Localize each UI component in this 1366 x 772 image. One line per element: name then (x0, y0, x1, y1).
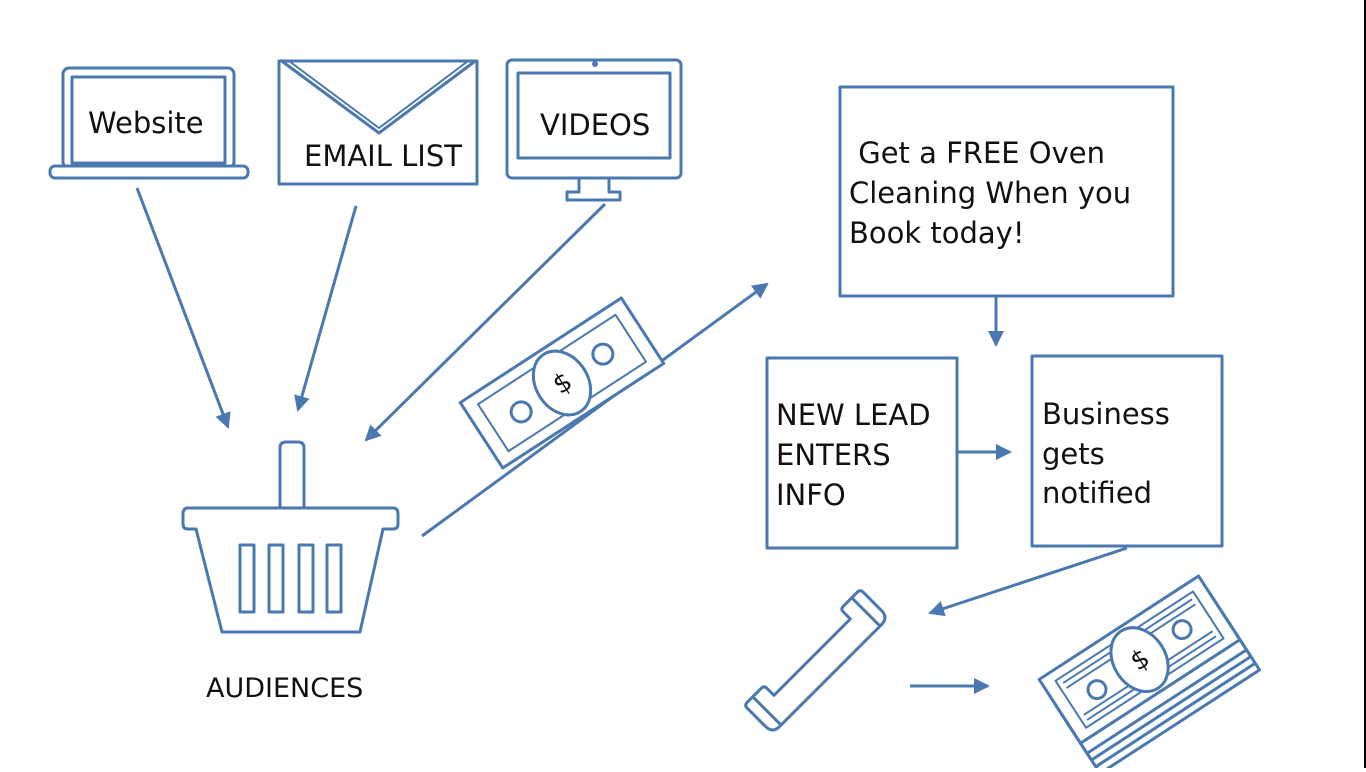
notify-line-3: notified (1042, 476, 1152, 510)
lead-line-3: INFO (776, 478, 846, 512)
phone-handset-icon (744, 589, 887, 732)
business-notified-node: Business gets notified (1030, 354, 1224, 548)
videos-label: VIDEOS (540, 108, 650, 142)
screen-edge (1364, 0, 1366, 768)
offer-line-1: Get a FREE Oven (849, 136, 1105, 170)
audiences-node: AUDIENCES (181, 440, 400, 704)
email-list-label: EMAIL LIST (304, 139, 462, 173)
monitor-icon (505, 58, 683, 202)
dollar-bill-icon: $ (458, 296, 666, 470)
money-stack-icon: $ (1037, 574, 1262, 772)
arrow-notify-to-phone (928, 546, 1128, 617)
audiences-label: AUDIENCES (206, 673, 363, 704)
lead-line-2: ENTERS (776, 438, 891, 472)
offer-node: Get a FREE Oven Cleaning When you Book t… (838, 85, 1175, 298)
arrow-email-to-audiences (294, 205, 358, 412)
website-label: Website (88, 106, 204, 140)
envelope-icon (277, 59, 479, 186)
email-list-node: EMAIL LIST (277, 59, 479, 186)
offer-line-3: Book today! (849, 216, 1024, 250)
new-lead-node: NEW LEAD ENTERS INFO (765, 356, 959, 550)
basket-icon (181, 440, 400, 634)
lead-line-1: NEW LEAD (776, 398, 931, 432)
notify-line-2: gets (1042, 437, 1105, 471)
website-node: Website (48, 66, 250, 180)
arrow-videos-to-audiences (364, 202, 607, 442)
laptop-icon (48, 66, 250, 180)
offer-line-2: Cleaning When you (849, 176, 1131, 210)
arrow-website-to-audiences (135, 187, 231, 429)
videos-node: VIDEOS (505, 58, 683, 202)
notify-line-1: Business (1042, 397, 1170, 431)
